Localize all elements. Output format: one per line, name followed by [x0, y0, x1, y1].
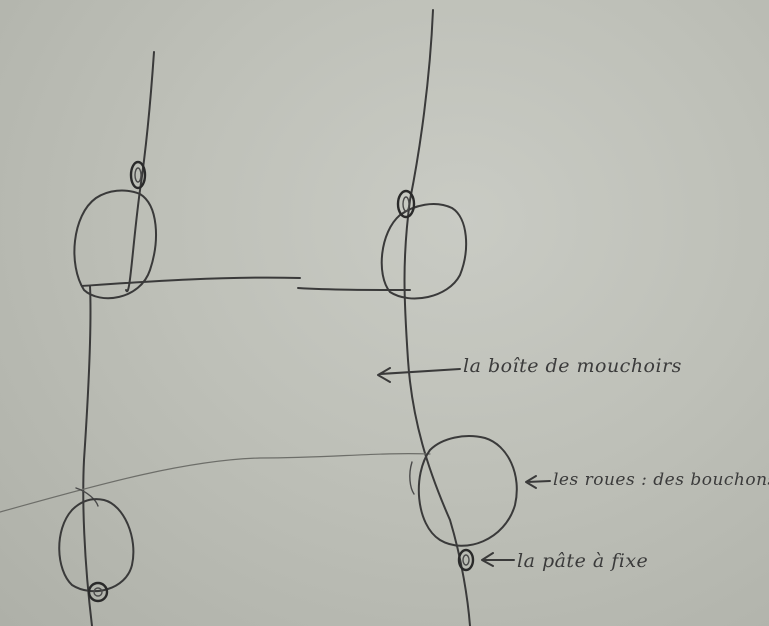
arrow-wheels: [526, 476, 550, 488]
box-top-edge: [82, 278, 300, 286]
label-putty: la pâte à fixe: [517, 550, 648, 572]
wheel-bottom-left: [59, 499, 133, 591]
arrow-box: [378, 368, 460, 382]
putty-top-right: [398, 191, 414, 217]
box-bottom-edge: [0, 454, 430, 512]
label-wheels: les roues : des bouchons: [553, 470, 769, 490]
right-axle: [405, 10, 471, 626]
wheel-top-left: [74, 191, 156, 299]
box-top-edge-right: [298, 288, 410, 290]
box-left-edge: [83, 286, 92, 626]
label-tissue-box: la boîte de mouchoirs: [463, 355, 682, 377]
wheel-bottom-right: [419, 436, 517, 546]
arrow-putty: [482, 553, 514, 566]
wheel-top-right: [382, 204, 466, 298]
